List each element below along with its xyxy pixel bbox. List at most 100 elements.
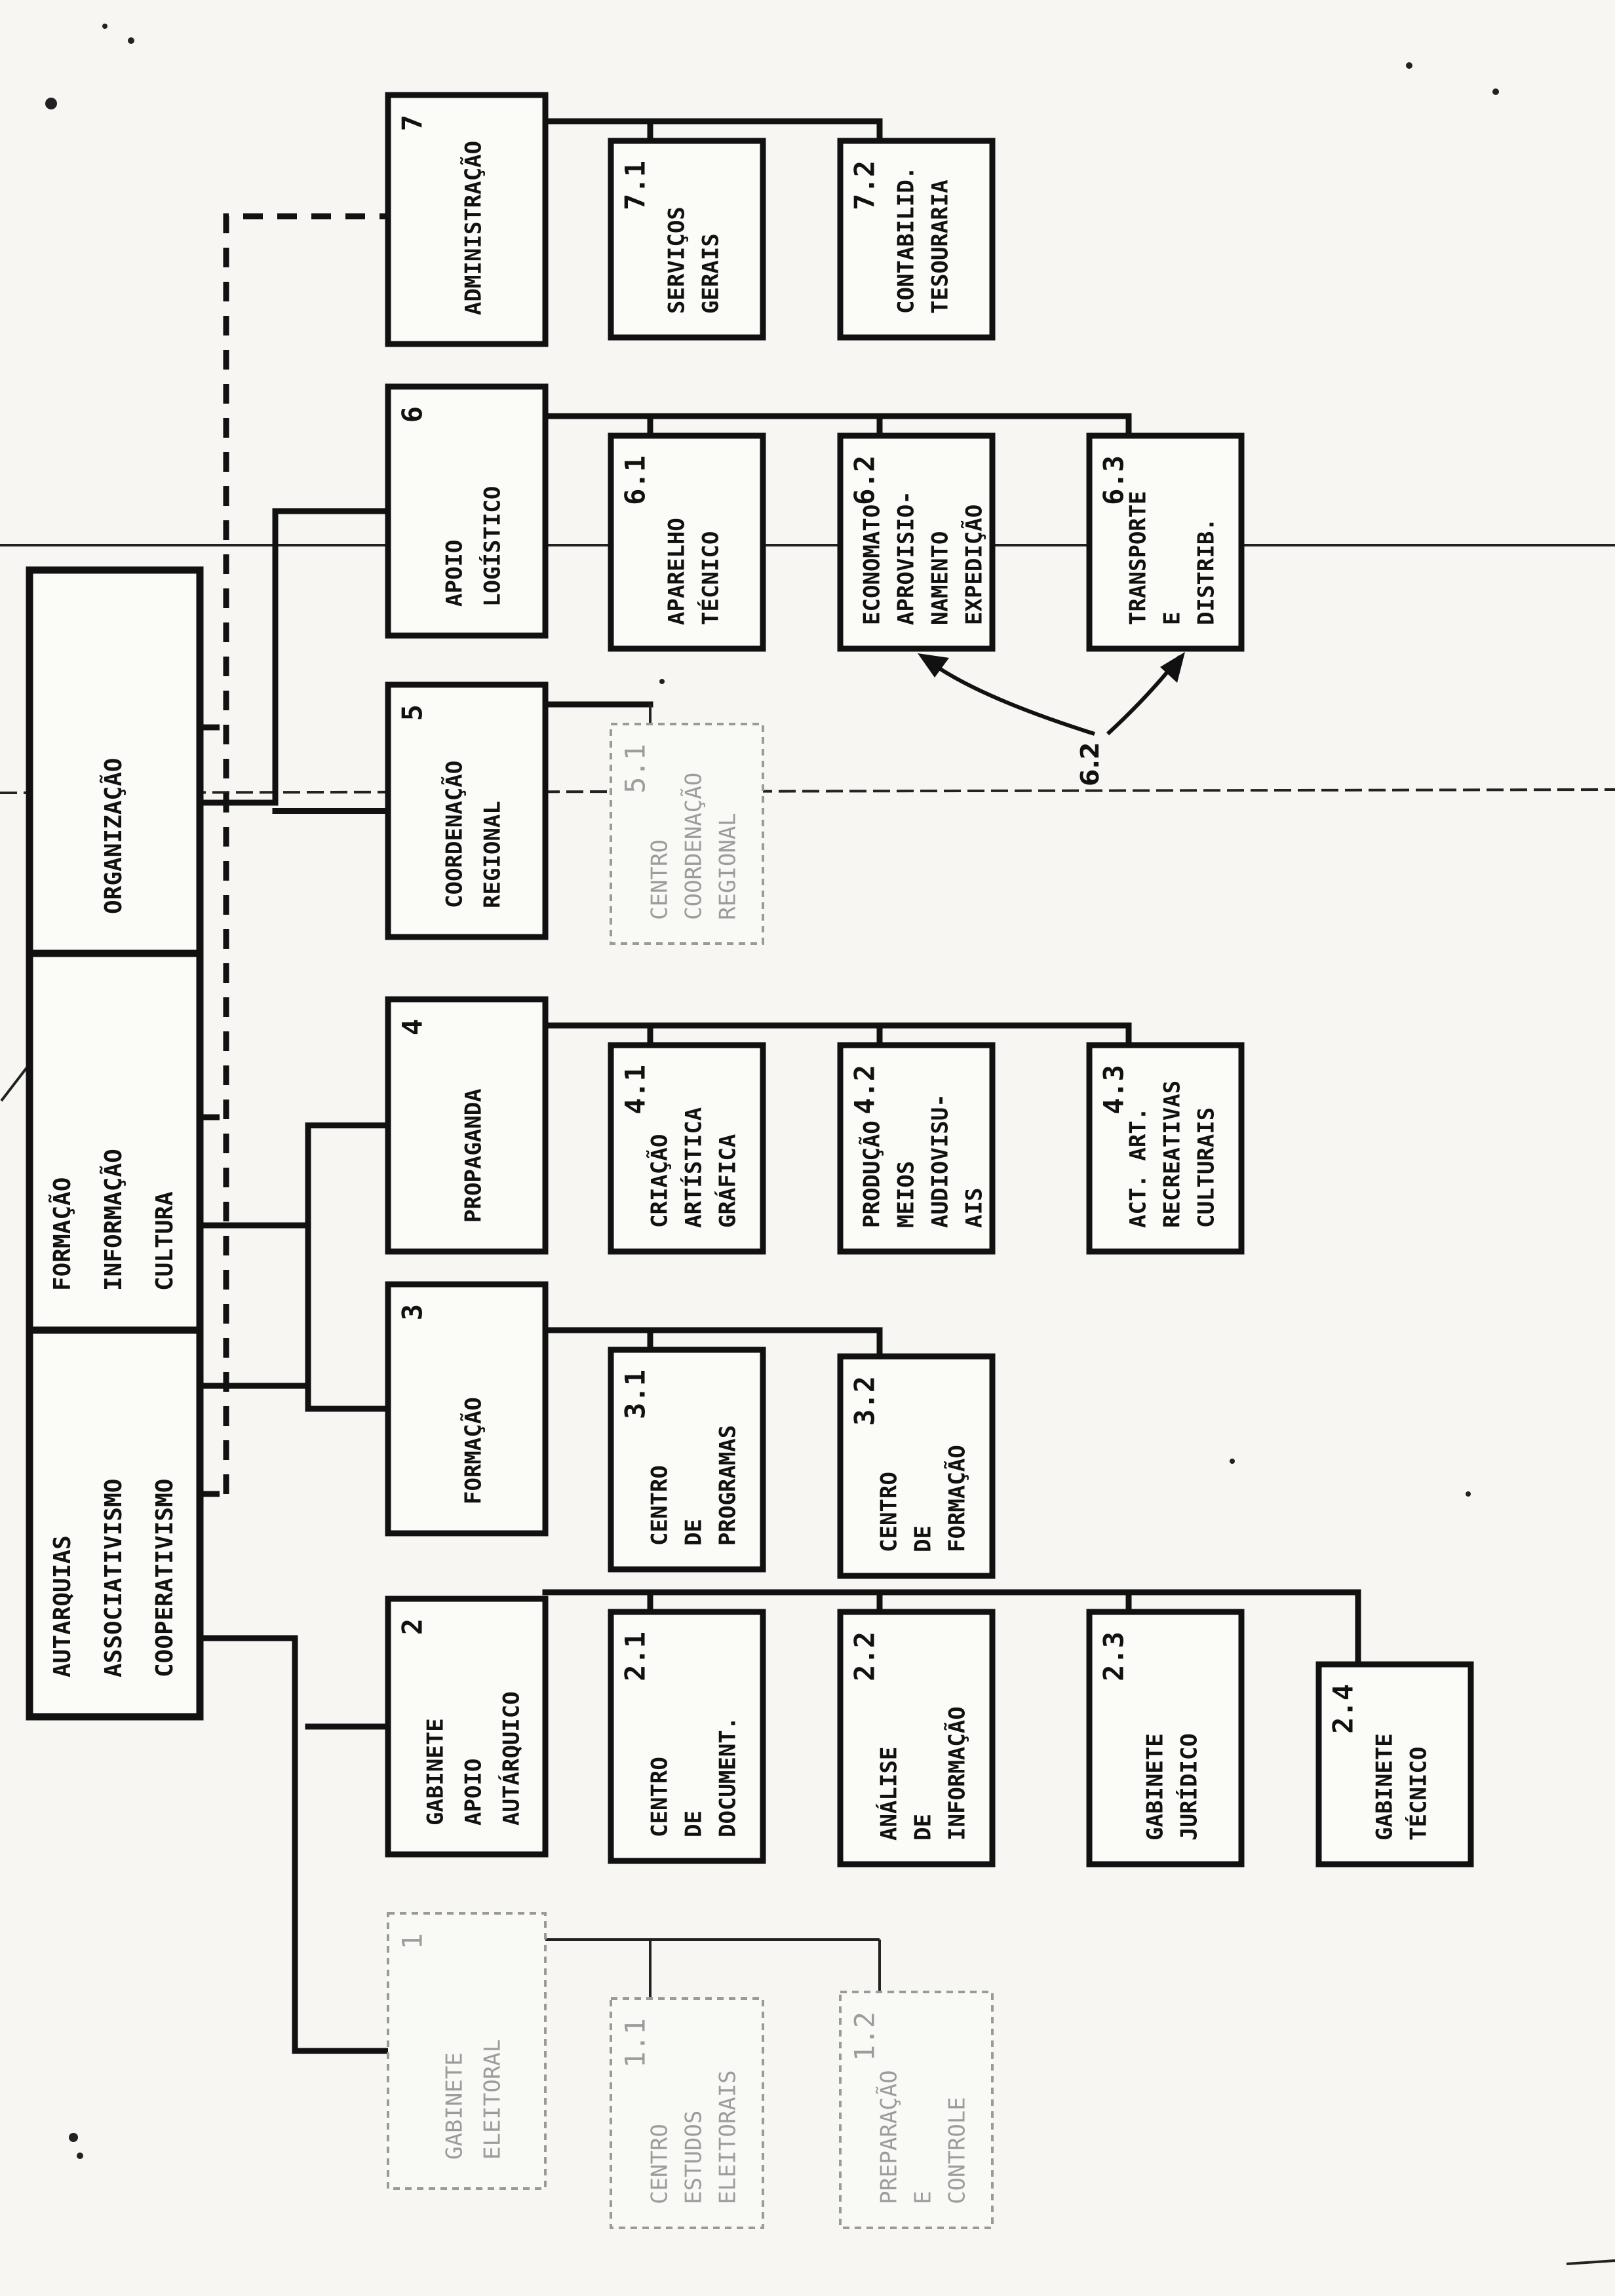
unit-6-3-label-line: DISTRIB.: [1194, 518, 1220, 625]
unit-2-4-number: 2.4: [1327, 1684, 1359, 1734]
scan-line-bottom: [0, 788, 1615, 794]
unit-4-2-frame: [837, 1042, 996, 1255]
dept-5-label-line: REGIONAL: [480, 801, 506, 908]
unit-1-1-frame: [610, 1997, 764, 2229]
unit-6-2-label-line: ECONOMATO: [859, 505, 885, 625]
unit-1-2-frame: [839, 1991, 994, 2229]
root-box-formacao-info-frame: [26, 949, 204, 1334]
root-box-organizacao-label-line: ORGANIZAÇÃO: [100, 758, 127, 914]
unit-6-2-label-line: NAMENTO: [927, 531, 954, 625]
unit-5-1-label-line: CENTRO: [647, 839, 673, 920]
unit-1-1-label-line: ESTUDOS: [681, 2111, 707, 2204]
unit-2-1-label-line: DOCUMENT.: [715, 1717, 741, 1837]
speck: [128, 37, 134, 44]
unit-1-2-number: 1.2: [849, 2012, 881, 2061]
unit-3-1-label-line: PROGRAMAS: [715, 1425, 741, 1546]
unit-7-1-number: 7.1: [619, 161, 652, 210]
dept-5-number: 5: [397, 704, 429, 721]
annotation-6-2: 6.2: [918, 652, 1185, 786]
speck: [77, 2152, 83, 2159]
speck: [69, 2133, 78, 2142]
unit-4-2-label-line: MEIOS: [893, 1161, 920, 1228]
unit-2-1-number: 2.1: [619, 1632, 652, 1681]
unit-6-1-number: 6.1: [619, 455, 652, 505]
dept-1-frame: [387, 1912, 547, 2190]
unit-6-1-label-line: APARELHO: [664, 518, 690, 625]
speck: [1406, 62, 1412, 69]
unit-6-2-frame: [837, 432, 996, 652]
dept-5[interactable]: COORDENAÇÃO REGIONAL 5: [385, 681, 549, 940]
unit-4-3-number: 4.3: [1098, 1065, 1130, 1115]
dept-2-number: 2: [397, 1618, 429, 1635]
annotation-label: 6.2: [1076, 742, 1104, 786]
unit-2-1-label-line: DE: [681, 1810, 707, 1837]
unit-3-1-number: 3.1: [619, 1369, 652, 1419]
speck: [1492, 88, 1499, 95]
unit-5-1-number: 5.1: [619, 744, 652, 794]
unit-2-3-number: 2.3: [1098, 1632, 1130, 1681]
unit-3-2-frame: [837, 1353, 996, 1579]
unit-2-3-label-line: GABINETE: [1142, 1733, 1169, 1841]
root-box-organizacao[interactable]: ORGANIZAÇÃO: [26, 566, 204, 957]
arrowhead-left: [918, 653, 949, 678]
unit-6-3-number: 6.3: [1098, 455, 1130, 505]
unit-5-1-label-line: REGIONAL: [715, 813, 741, 920]
unit-3-1-frame: [608, 1347, 766, 1573]
root-box-autarquias-label-line: COOPERATIVISMO: [151, 1479, 178, 1677]
dept-2-label-line: APOIO: [461, 1759, 487, 1826]
spine-autarquias: [197, 1635, 298, 2054]
dept-7-label-line: ADMINISTRAÇÃO: [460, 141, 487, 315]
unit-4-1-label-line: ARTÍSTICA: [680, 1107, 707, 1228]
dept-1-label-line: ELEITORAL: [480, 2039, 506, 2160]
unit-7-2-label-line: CONTABILID.: [893, 166, 920, 314]
unit-2-1-frame: [608, 1609, 766, 1864]
dept-6-label-line: LOGÍSTICO: [479, 486, 506, 607]
dept-6-number: 6: [397, 406, 429, 423]
speck: [102, 24, 107, 29]
unit-2-4-label-line: GABINETE: [1372, 1733, 1398, 1841]
speck: [45, 98, 57, 109]
dept-6[interactable]: APOIO LOGÍSTICO 6: [385, 383, 549, 639]
dept-6-label-line: APOIO: [442, 540, 468, 607]
unit-4-3-label-line: ACT. ART.: [1125, 1107, 1152, 1228]
dept-1-label-line: GABINETE: [442, 2052, 468, 2160]
root-box-organizacao-frame: [26, 566, 204, 957]
unit-3-2-label-line: DE: [910, 1525, 937, 1552]
unit-4-2-label-line: AUDIOVISU-: [927, 1094, 954, 1228]
dept-3-frame: [385, 1281, 549, 1537]
unit-1-1-label-line: CENTRO: [647, 2124, 673, 2204]
speck: [1466, 1491, 1471, 1497]
unit-7-1-frame: [608, 138, 766, 341]
unit-6-2-label-line: APROVISIO-: [893, 491, 920, 625]
dept-5-label-line: COORDENAÇÃO: [441, 761, 468, 908]
unit-1-1-label-line: ELEITORAIS: [715, 2070, 741, 2204]
unit-4-1-label-line: CRIAÇÃO: [646, 1134, 673, 1228]
unit-4-1-frame: [608, 1042, 766, 1255]
unit-3-2-label-line: CENTRO: [876, 1472, 903, 1552]
